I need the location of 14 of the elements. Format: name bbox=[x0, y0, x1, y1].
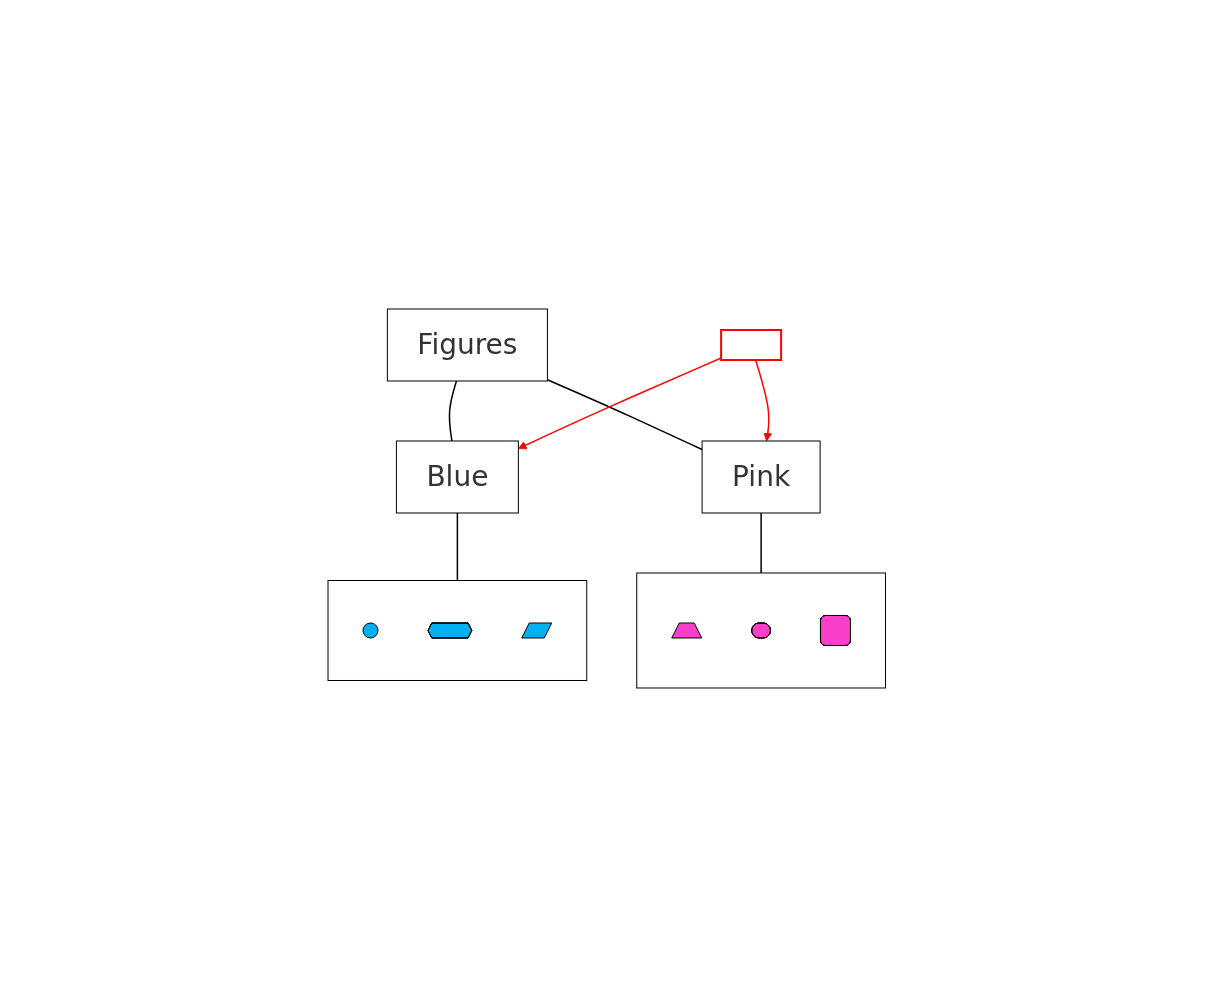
connector bbox=[456, 511, 459, 581]
node-box: Pink bbox=[701, 440, 821, 513]
node-triangle bbox=[671, 622, 703, 638]
arrow bbox=[755, 358, 773, 441]
node-box bbox=[720, 328, 783, 361]
connector bbox=[448, 379, 458, 442]
node-box: Figures bbox=[387, 308, 549, 381]
cluster bbox=[327, 579, 588, 681]
connector bbox=[546, 378, 704, 450]
node-box: Blue bbox=[396, 440, 520, 513]
cluster bbox=[636, 572, 887, 688]
node-parallelogram bbox=[521, 622, 553, 638]
connector bbox=[760, 511, 763, 574]
node-circle bbox=[362, 622, 379, 638]
